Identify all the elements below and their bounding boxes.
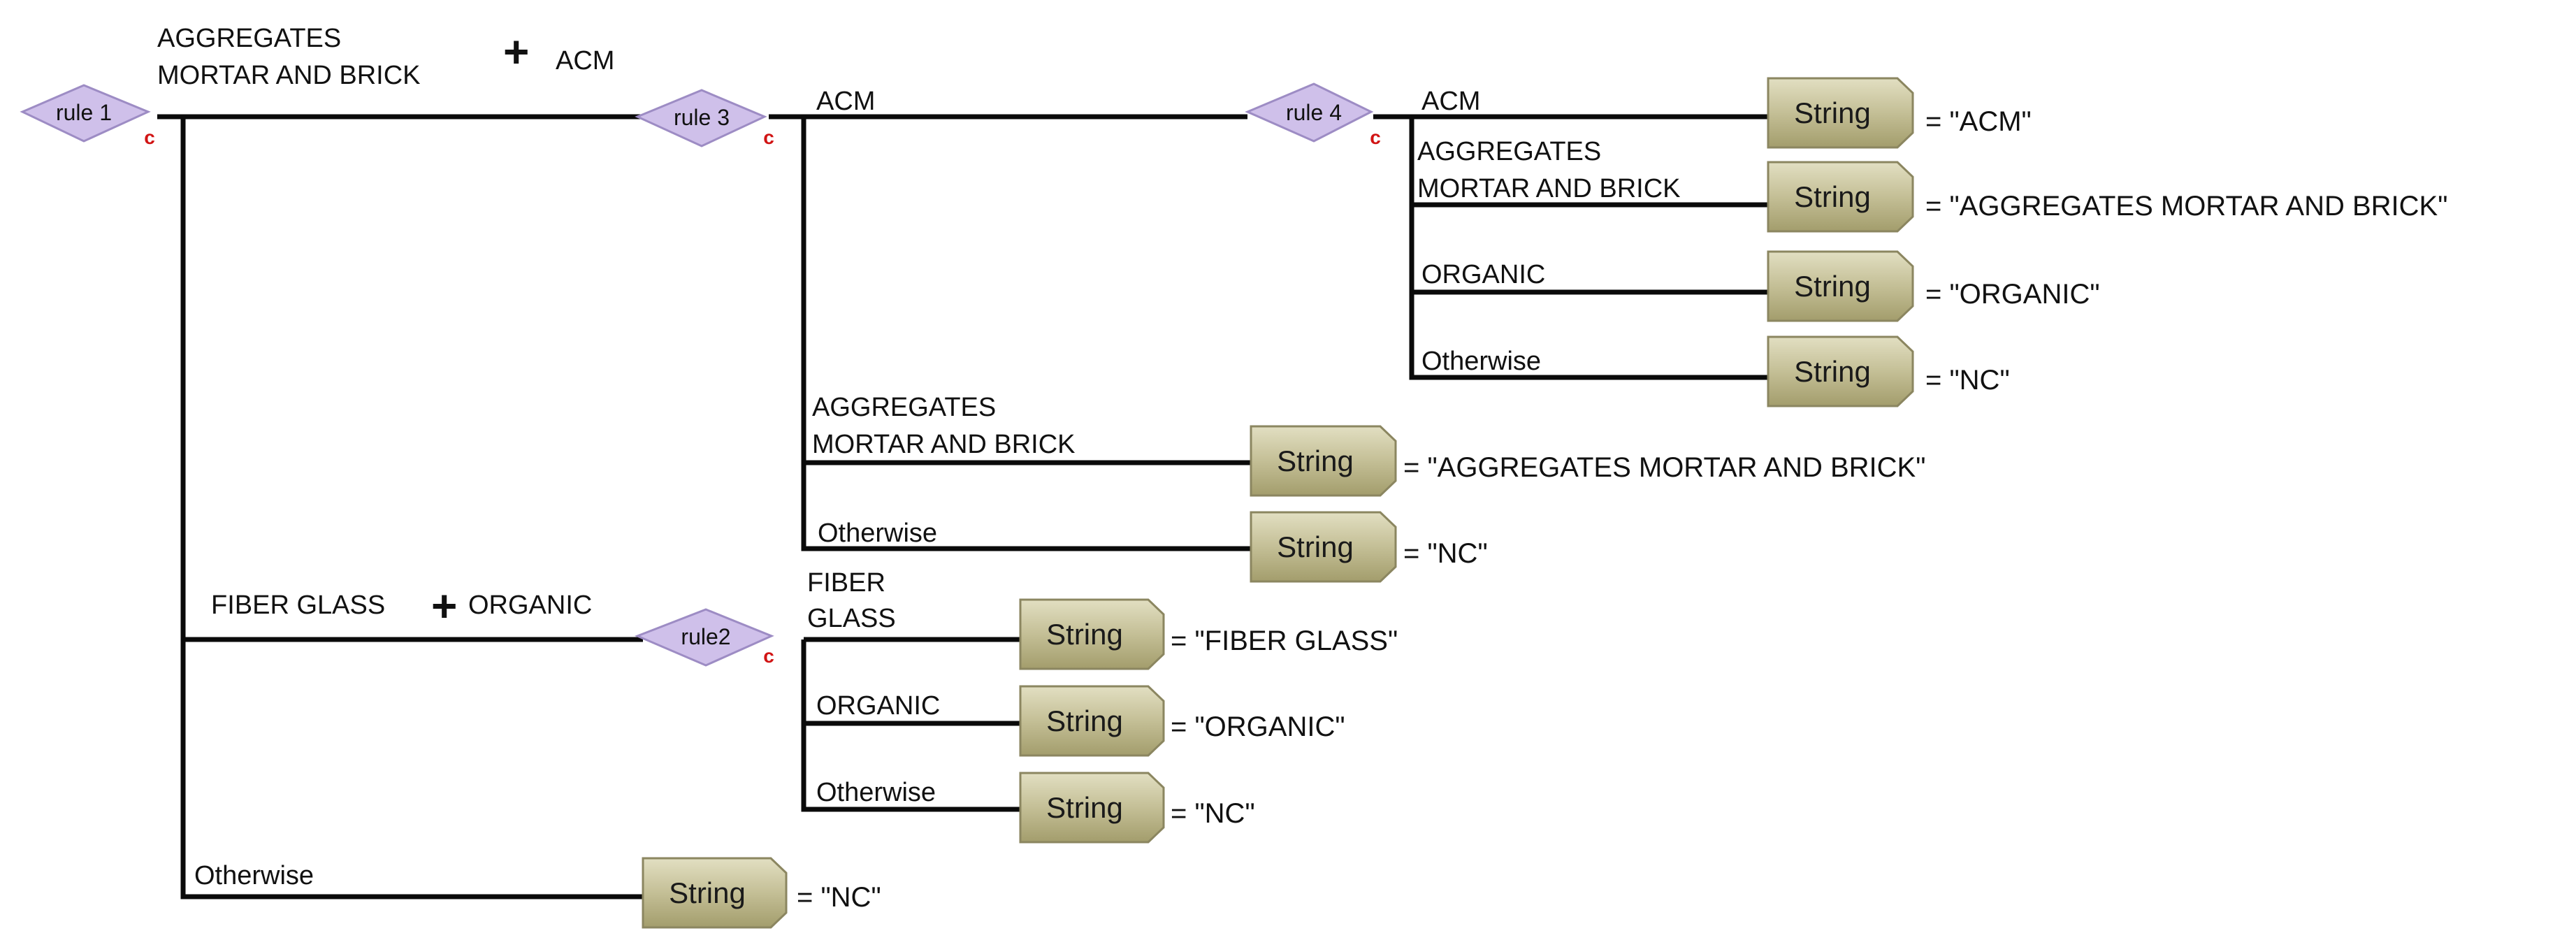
string-node-label: String xyxy=(1046,618,1123,651)
edge-label-fiber-glass: FIBER GLASS xyxy=(211,591,385,620)
string-node-label: String xyxy=(1046,791,1123,824)
string-node-shape xyxy=(1019,598,1165,670)
result-acm: = "ACM" xyxy=(1925,106,2032,137)
rule-node-rule2[interactable]: rule2 c xyxy=(635,608,774,667)
string-node-label: String xyxy=(1794,355,1871,388)
edge-rule2-trunk xyxy=(801,639,1020,812)
string-node-r3-aggregates[interactable]: String xyxy=(1250,425,1397,497)
edge-label-acm: ACM xyxy=(556,46,614,75)
edge-label-aggregates: AGGREGATES xyxy=(1417,137,1601,166)
result-organic: = "ORGANIC" xyxy=(1171,711,1345,742)
result-organic: = "ORGANIC" xyxy=(1925,279,2100,310)
edge-label-aggregates: AGGREGATES xyxy=(157,24,341,53)
string-node-r1-otherwise[interactable]: String xyxy=(642,857,788,929)
string-node-r4-otherwise[interactable]: String xyxy=(1767,335,1914,407)
edge-label-otherwise: Otherwise xyxy=(818,519,937,548)
rule-node-rule3[interactable]: rule 3 c xyxy=(635,89,774,148)
result-nc: = "NC" xyxy=(1171,798,1255,829)
string-node-shape xyxy=(1250,511,1397,583)
string-node-label: String xyxy=(1794,96,1871,129)
string-node-r2-otherwise[interactable]: String xyxy=(1019,772,1165,844)
string-node-label: String xyxy=(1277,530,1354,563)
string-node-shape xyxy=(1250,425,1397,497)
string-node-shape xyxy=(1019,685,1165,757)
edge-label-organic: ORGANIC xyxy=(468,591,592,620)
plus-sign: + xyxy=(431,581,457,631)
result-nc: = "NC" xyxy=(1925,365,2010,396)
string-node-label: String xyxy=(1794,180,1871,213)
continuous-marker: c xyxy=(763,126,774,148)
rule-label: rule 1 xyxy=(56,100,112,125)
result-aggregates-mortar-and-brick: = "AGGREGATES MORTAR AND BRICK" xyxy=(1403,452,1925,483)
edge-label-mortar-and-brick: MORTAR AND BRICK xyxy=(812,430,1076,459)
edge-label-glass: GLASS xyxy=(807,604,896,633)
continuous-marker: c xyxy=(1370,126,1381,148)
string-node-label: String xyxy=(1277,444,1354,477)
edge-rule1-trunk xyxy=(180,117,643,899)
rule-node-rule4[interactable]: rule 4 c xyxy=(1245,82,1381,148)
edge-label-organic: ORGANIC xyxy=(816,691,940,721)
rule-label: rule2 xyxy=(681,624,730,649)
edge-labels: AGGREGATES MORTAR AND BRICK + ACM FIBER … xyxy=(157,24,1681,890)
string-node-label: String xyxy=(1046,704,1123,737)
string-node-r4-acm[interactable]: String xyxy=(1767,77,1914,149)
edge-label-mortar-and-brick: MORTAR AND BRICK xyxy=(1417,174,1681,203)
rule-diamond xyxy=(635,608,774,667)
result-nc: = "NC" xyxy=(1403,538,1488,569)
rule-label: rule 4 xyxy=(1286,100,1342,125)
string-node-r4-organic[interactable]: String xyxy=(1767,250,1914,322)
edge-label-otherwise: Otherwise xyxy=(1421,347,1541,376)
result-nc: = "NC" xyxy=(797,882,881,913)
rule-diamond xyxy=(1245,82,1374,143)
edge-label-acm: ACM xyxy=(816,87,875,116)
connectors xyxy=(157,114,1768,899)
string-node-shape xyxy=(1019,772,1165,844)
result-aggregates-mortar-and-brick: = "AGGREGATES MORTAR AND BRICK" xyxy=(1925,191,2447,222)
string-node-label: String xyxy=(1794,270,1871,303)
continuous-marker: c xyxy=(144,126,155,148)
rule-node-rule1[interactable]: rule 1 c xyxy=(20,84,155,148)
string-node-shape xyxy=(1767,250,1914,322)
string-node-r3-otherwise[interactable]: String xyxy=(1250,511,1397,583)
edge-label-organic: ORGANIC xyxy=(1421,260,1545,289)
edge-label-otherwise: Otherwise xyxy=(194,861,314,890)
edge-label-mortar-and-brick: MORTAR AND BRICK xyxy=(157,61,421,90)
edge-label-acm: ACM xyxy=(1421,87,1480,116)
string-node-shape xyxy=(1767,77,1914,149)
rule-diamond xyxy=(20,84,151,143)
continuous-marker: c xyxy=(763,645,774,667)
string-node-shape xyxy=(1767,335,1914,407)
edge-label-otherwise: Otherwise xyxy=(816,778,936,807)
result-fiber-glass: = "FIBER GLASS" xyxy=(1171,626,1398,656)
string-node-r4-aggregates[interactable]: String xyxy=(1767,161,1914,233)
edge-label-fiber: FIBER xyxy=(807,568,885,598)
string-node-r2-organic[interactable]: String xyxy=(1019,685,1165,757)
rule-diamond xyxy=(635,89,767,147)
rule-label: rule 3 xyxy=(674,105,730,130)
string-node-shape xyxy=(642,857,788,929)
edge-rule3-trunk xyxy=(801,117,1251,551)
string-node-label: String xyxy=(669,876,746,909)
string-node-shape xyxy=(1767,161,1914,233)
string-node-r2-fiberglass[interactable]: String xyxy=(1019,598,1165,670)
edge-label-aggregates: AGGREGATES xyxy=(812,393,996,422)
plus-sign: + xyxy=(503,27,529,77)
